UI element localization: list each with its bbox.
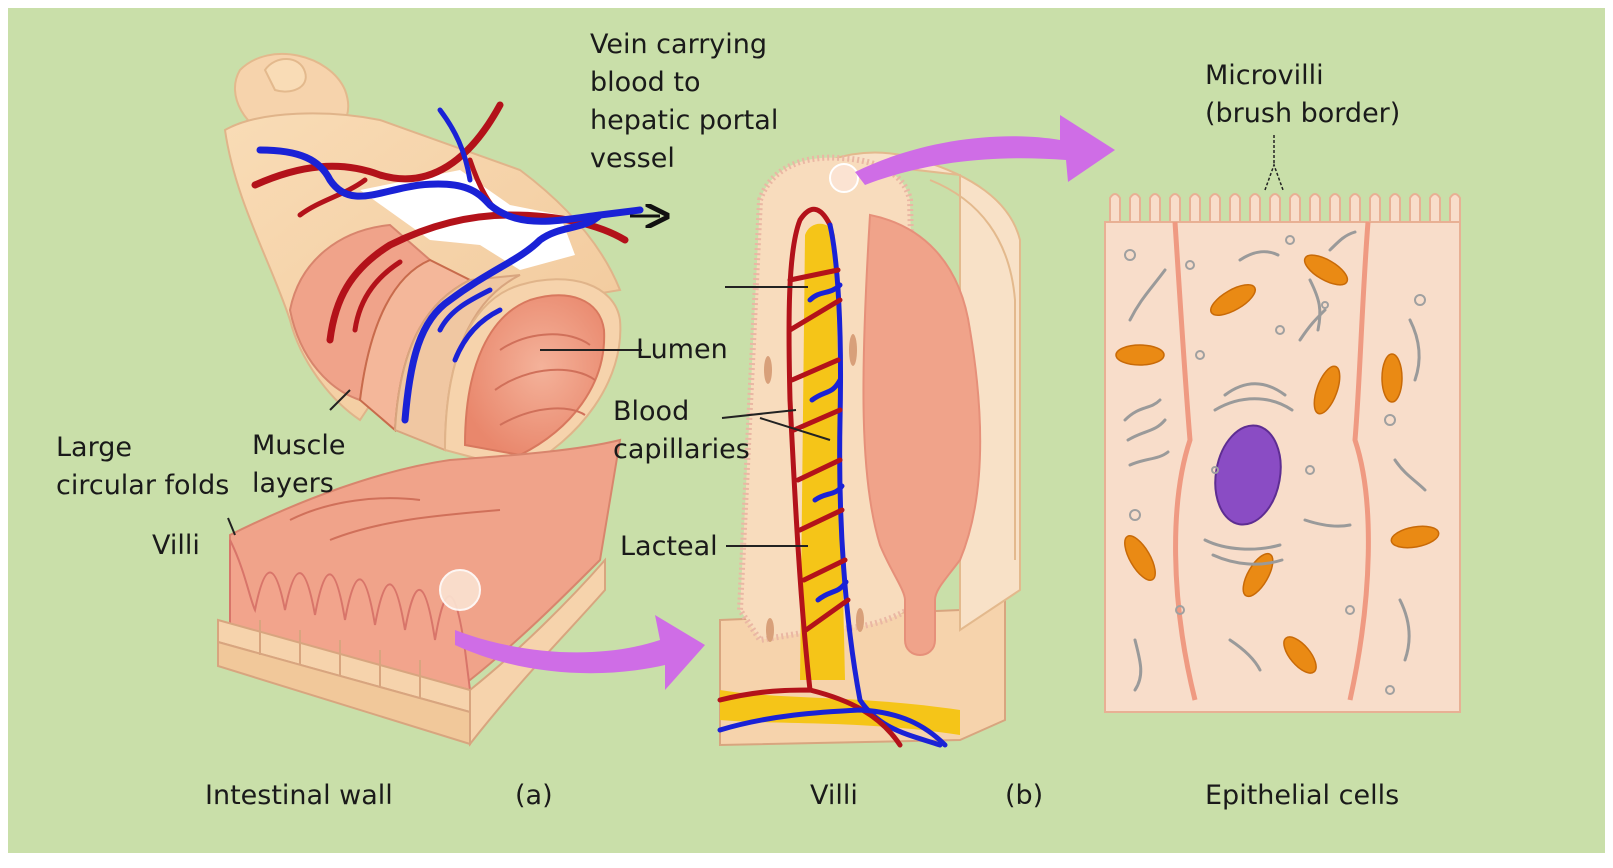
lumen-label: Lumen bbox=[636, 334, 728, 365]
large-circular-folds-label-line-1: Large bbox=[56, 432, 132, 463]
vein-label-line-3: hepatic portal bbox=[590, 105, 778, 136]
microvilli-label-line-1: Microvilli bbox=[1205, 60, 1324, 91]
muscle-layers-label-line-1: Muscle bbox=[252, 430, 345, 461]
caption-villi: Villi bbox=[810, 780, 858, 811]
lacteal-label: Lacteal bbox=[620, 531, 718, 562]
large-circular-folds-label-line-2: circular folds bbox=[56, 470, 229, 501]
caption-part-b: (b) bbox=[1005, 780, 1043, 811]
muscle-layers-label-line-2: layers bbox=[252, 468, 334, 499]
vein-label-line-4: vessel bbox=[590, 143, 675, 174]
microvilli-label-line-2: (brush border) bbox=[1205, 98, 1400, 129]
caption-part-a: (a) bbox=[515, 780, 553, 811]
blood-capillaries-label-line-2: capillaries bbox=[613, 434, 750, 465]
vein-label-line-2: blood to bbox=[590, 67, 701, 98]
epithelial-cells-illustration bbox=[1105, 135, 1460, 712]
blood-capillaries-label-line-1: Blood bbox=[613, 396, 689, 427]
caption-epithelial-cells: Epithelial cells bbox=[1205, 780, 1399, 811]
villi-label: Villi bbox=[152, 530, 200, 561]
vein-label-line-1: Vein carrying bbox=[590, 29, 767, 60]
caption-intestinal-wall: Intestinal wall bbox=[205, 780, 393, 811]
villus-illustration bbox=[720, 153, 1020, 746]
